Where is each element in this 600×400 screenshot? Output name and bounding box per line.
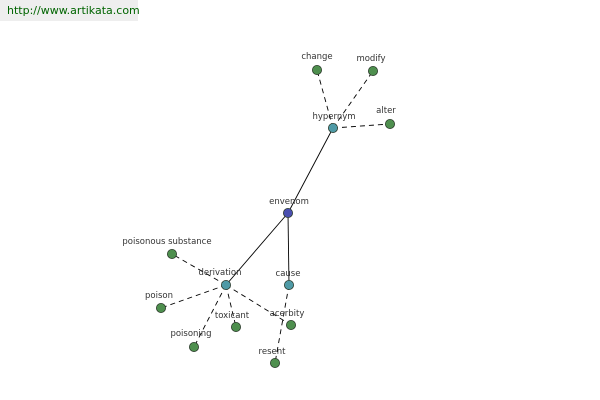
edge-derivation-poisonous-substance xyxy=(171,253,227,286)
nodes-layer xyxy=(155,65,395,368)
source-link[interactable]: http://www.artikata.com xyxy=(7,4,140,17)
word-node-poison[interactable] xyxy=(155,302,166,313)
relation-node-derivation[interactable] xyxy=(220,279,231,290)
edges-layer xyxy=(160,69,391,364)
word-label-alter[interactable]: alter xyxy=(376,106,396,116)
word-label-modify[interactable]: modify xyxy=(356,54,385,64)
relation-label-derivation[interactable]: derivation xyxy=(198,268,241,278)
relation-label-cause[interactable]: cause xyxy=(276,269,301,279)
edge-hypernym-modify xyxy=(332,70,374,129)
word-label-acerbity[interactable]: acerbity xyxy=(270,309,305,319)
edge-derivation-poison xyxy=(160,284,227,309)
relation-node-hypernym[interactable] xyxy=(327,123,338,134)
center-label-envenom[interactable]: envenom xyxy=(269,197,309,207)
word-node-poisonous-substance[interactable] xyxy=(166,248,177,259)
word-node-resent[interactable] xyxy=(269,357,280,368)
edge-derivation-poisoning xyxy=(193,284,227,348)
edge-cause-resent xyxy=(274,284,290,364)
edge-derivation-toxicant xyxy=(225,284,237,328)
edge-envenom-hypernym xyxy=(287,127,334,214)
center-node-envenom[interactable] xyxy=(282,207,293,218)
word-label-poisonous-substance[interactable]: poisonous substance xyxy=(122,237,211,247)
edge-hypernym-alter xyxy=(332,123,391,129)
word-node-poisoning[interactable] xyxy=(188,341,199,352)
word-node-modify[interactable] xyxy=(367,66,378,77)
word-node-change[interactable] xyxy=(311,65,322,76)
relation-label-hypernym[interactable]: hypernym xyxy=(312,112,355,122)
word-label-resent[interactable]: resent xyxy=(259,347,287,357)
labels-layer: envenom hypernym derivation cause change modi… xyxy=(122,52,396,357)
edge-envenom-derivation xyxy=(225,212,289,286)
word-label-change[interactable]: change xyxy=(301,52,332,62)
edge-derivation-acerbity xyxy=(225,284,292,326)
word-label-poisoning[interactable]: poisoning xyxy=(170,329,211,339)
word-label-poison[interactable]: poison xyxy=(145,291,173,301)
edge-hypernym-change xyxy=(316,69,334,129)
edge-envenom-cause xyxy=(287,212,290,286)
word-label-toxicant[interactable]: toxicant xyxy=(215,311,250,321)
word-node-toxicant[interactable] xyxy=(230,321,241,332)
word-node-acerbity[interactable] xyxy=(285,319,296,330)
relation-node-cause[interactable] xyxy=(283,279,294,290)
source-banner: http://www.artikata.com xyxy=(0,0,140,21)
word-node-alter[interactable] xyxy=(384,119,395,130)
